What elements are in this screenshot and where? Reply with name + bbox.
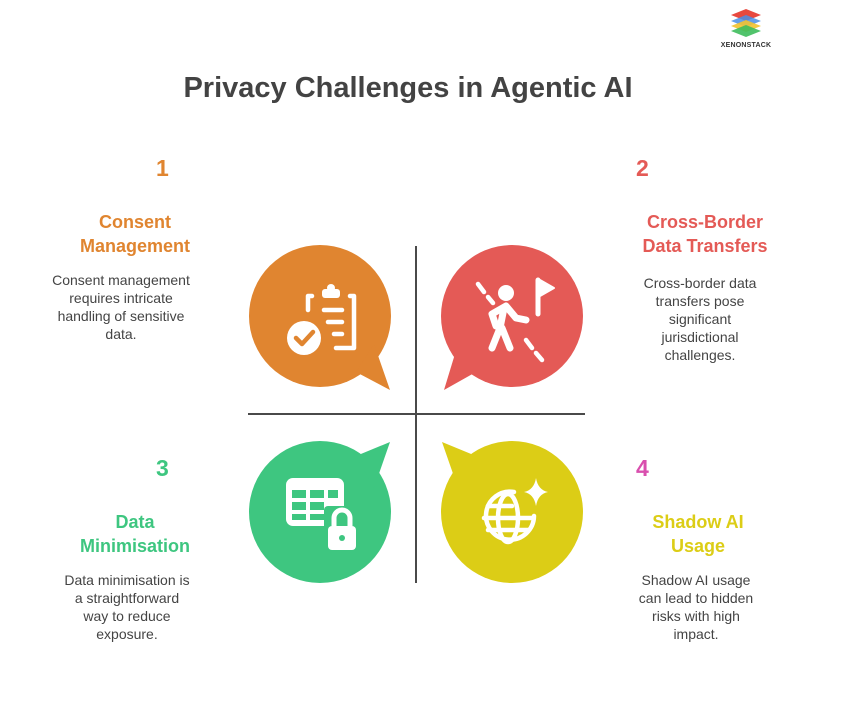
- quadrant-4-bubble: [441, 441, 583, 583]
- page-title: Privacy Challenges in Agentic AI: [183, 72, 633, 104]
- description-line: a straightforward: [74, 590, 180, 606]
- logo-text: XENONSTACK: [720, 42, 772, 49]
- quadrant-3-bubble: [249, 441, 391, 583]
- heading-line: Usage: [670, 536, 726, 556]
- description-line: exposure.: [96, 626, 158, 642]
- quadrant-2-description: Cross-border data transfers pose signifi…: [610, 274, 790, 364]
- description-line: Shadow AI usage: [641, 572, 751, 588]
- quadrant-4-description: Shadow AI usage can lead to hidden risks…: [606, 571, 786, 643]
- heading-line: Data Transfers: [642, 236, 768, 256]
- description-line: transfers pose: [655, 293, 745, 309]
- heading-line: Minimisation: [79, 536, 190, 556]
- clipboard-check-icon: [287, 284, 357, 355]
- person-crossing-border-flag-icon: [475, 277, 555, 363]
- heading-line: Cross-Border: [646, 212, 764, 232]
- quadrant-3-description: Data minimisation is a straightforward w…: [36, 571, 218, 643]
- quadrant-2-number: 2: [636, 155, 649, 181]
- heading-line: Shadow AI: [652, 512, 744, 532]
- description-line: data.: [105, 326, 137, 342]
- quadrant-1-number: 1: [156, 155, 169, 181]
- description-line: challenges.: [664, 347, 736, 363]
- horizontal-divider: [248, 413, 585, 415]
- quadrant-2-bubble: [441, 245, 583, 390]
- description-line: way to reduce: [83, 608, 171, 624]
- description-line: can lead to hidden: [638, 590, 754, 606]
- quadrant-1-bubble: [249, 245, 391, 390]
- description-line: risks with high: [652, 608, 740, 624]
- description-line: significant: [668, 311, 732, 327]
- table-lock-icon: [286, 478, 360, 550]
- heading-line: Management: [79, 236, 191, 256]
- quadrant-3-heading: Data Minimisation: [40, 510, 230, 558]
- description-line: impact.: [673, 626, 719, 642]
- globe-sparkle-icon: [481, 478, 548, 545]
- quadrant-4-heading: Shadow AI Usage: [598, 510, 798, 558]
- xenonstack-logo: XENONSTACK: [718, 8, 774, 49]
- quadrant-1-heading: Consent Management: [40, 210, 230, 258]
- quadrant-2-heading: Cross-Border Data Transfers: [605, 210, 805, 258]
- description-line: requires intricate: [69, 290, 173, 306]
- quadrant-4-number: 4: [636, 455, 649, 481]
- heading-line: Consent: [99, 212, 171, 232]
- quadrant-1-description: Consent management requires intricate ha…: [30, 271, 212, 343]
- description-line: jurisdictional: [661, 329, 739, 345]
- description-line: Data minimisation is: [64, 572, 190, 588]
- stacked-layers-icon: [731, 9, 761, 37]
- quadrant-3-number: 3: [156, 455, 169, 481]
- description-line: handling of sensitive: [57, 308, 185, 324]
- description-line: Consent management: [52, 272, 190, 288]
- description-line: Cross-border data: [643, 275, 757, 291]
- heading-line: Data: [115, 512, 155, 532]
